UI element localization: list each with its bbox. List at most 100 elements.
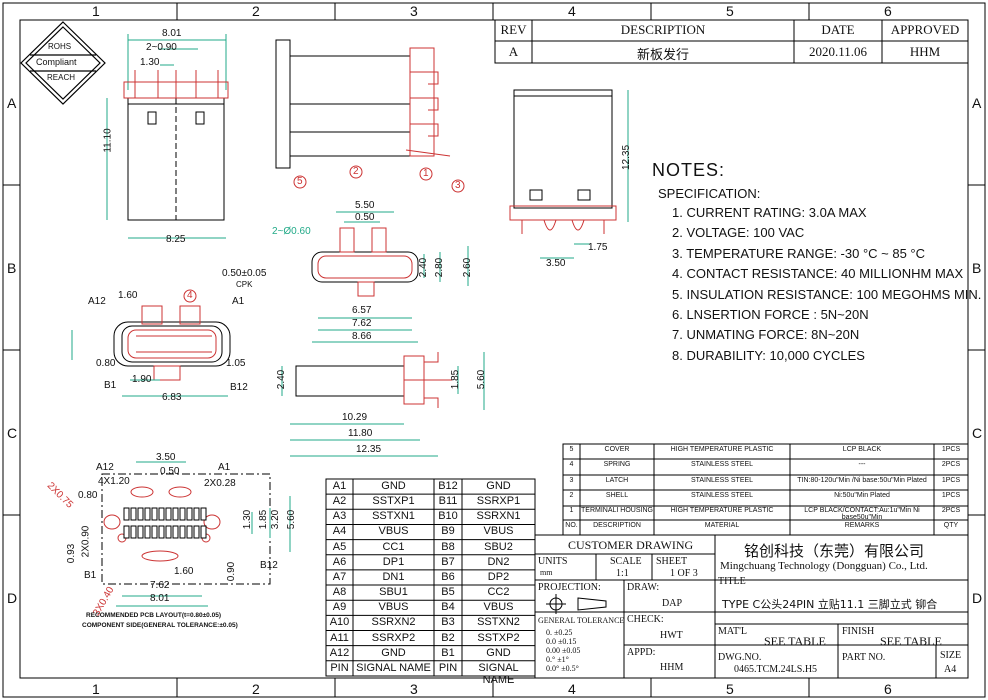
bom-table (562, 443, 969, 536)
spec-title: SPECIFICATION: (658, 186, 761, 201)
pin-cell: B10 (438, 510, 458, 523)
col-label-1-bottom: 1 (92, 681, 100, 697)
col-label-3-bottom: 3 (410, 681, 418, 697)
row-label-c-right: C (972, 425, 983, 441)
pcb-layout-drawing (101, 461, 291, 607)
appd-value: HHM (660, 662, 684, 673)
dim-label: 2X0.90 (80, 525, 92, 558)
title-label: TITLE (718, 576, 746, 587)
pin-header-cell: SIGNAL NAME (356, 661, 431, 674)
customer-drawing: CUSTOMER DRAWING (568, 538, 694, 552)
dim-label: 4X1.20 (98, 476, 130, 487)
pin-cell: SBU1 (379, 586, 408, 599)
dim-label: 2.80 (434, 257, 446, 278)
dim-label: 11.80 (348, 428, 373, 439)
material-label: MAT'L (718, 626, 748, 637)
dim-label: 6.57 (352, 305, 372, 316)
side-view-top (275, 39, 451, 169)
bom-header-cell: QTY (943, 522, 959, 529)
dim-label: 0.93 (66, 543, 78, 564)
col-label-4: 4 (568, 3, 576, 19)
bom-cell: SHELL (605, 492, 629, 499)
pin-cell: DP1 (382, 555, 405, 568)
title-block (534, 534, 969, 679)
draw-label: DRAW: (627, 582, 660, 593)
col-label-1: 1 (92, 3, 100, 19)
pin-cell: B5 (441, 586, 455, 599)
note-item: 2. VOLTAGE: 100 VAC (672, 225, 805, 241)
callout-1: 1 (423, 168, 429, 179)
pin-cell: VBUS (483, 525, 514, 538)
col-label-5: 5 (726, 3, 734, 19)
rev-value: A (508, 44, 519, 59)
dim-label: 7.62 (352, 318, 372, 329)
dim-label: 1.90 (132, 374, 152, 385)
pin-cell: A9 (332, 601, 347, 614)
pin-cell: A8 (332, 586, 347, 599)
pin-cell: B6 (441, 570, 455, 583)
pin-cell: SSTXP1 (372, 495, 415, 508)
check-value: HWT (660, 630, 683, 641)
dim-label: B12 (260, 560, 278, 571)
rohs-badge (20, 21, 106, 105)
note-item: 8. DURABILITY: 10,000 CYCLES (672, 347, 865, 363)
right-view-drawing (509, 89, 629, 259)
dim-label: 12.35 (621, 144, 633, 171)
pin-cell: SSTXN2 (477, 616, 520, 629)
bom-cell: HIGH TEMPERATURE PLASTIC (670, 446, 774, 453)
pin-cell: A12 (329, 646, 350, 659)
col-label-6-bottom: 6 (884, 681, 892, 697)
bom-header-cell: MATERIAL (704, 522, 740, 529)
material-value: SEE TABLE (764, 634, 826, 648)
dim-label: 1.75 (588, 242, 608, 253)
tolerance-item: 0.0° ±0.5° (546, 664, 579, 673)
tolerance-list: 0. ±0.25 0.0 ±0.15 0.00 ±0.05 0.° ±1° 0.… (546, 628, 580, 673)
pin-cell: B4 (441, 601, 455, 614)
pin-cell: B7 (441, 555, 455, 568)
title-value: TYPE C公头24PIN 立贴11.1 三脚立式 铆合 (722, 598, 938, 611)
bom-cell: Ni:50u"Min Plated (834, 492, 890, 499)
pin-cell: B1 (441, 646, 455, 659)
pin-cell: B12 (438, 480, 458, 492)
note-item: 5. INSULATION RESISTANCE: 100 MEGOHMS MI… (672, 286, 982, 302)
tolerance-label: GENERAL TOLERANCE (538, 616, 625, 625)
dim-label: 0.90 (226, 561, 238, 582)
finish-label: FINISH (842, 626, 875, 637)
pin-cell: VBUS (378, 525, 409, 538)
callout-4: 4 (187, 290, 193, 301)
pin-header-cell: PIN (438, 661, 458, 674)
bom-cell: TERMINALI HOUSING (581, 507, 653, 514)
side-view-bottom (281, 352, 485, 457)
draw-value: DAP (662, 598, 683, 609)
dim-label: 2.40 (418, 257, 430, 278)
pin-cell: SBU2 (484, 540, 513, 553)
rohs-line2: Compliant (36, 57, 77, 67)
dim-label: 1.30 (140, 57, 160, 68)
dim-label: 8.25 (166, 234, 186, 245)
tolerance-item: 0. ±0.25 (546, 628, 573, 637)
bom-header-cell: DESCRIPTION (593, 522, 641, 529)
tolerance-item: 0.° ±1° (546, 655, 569, 664)
bom-cell: 5 (569, 446, 574, 453)
bom-cell: 2 (569, 492, 574, 499)
row-label-c: C (7, 425, 18, 441)
dim-label: 2X0.28 (204, 478, 236, 489)
pin-cell: DP2 (487, 570, 510, 583)
dim-label: 3.20 (270, 509, 282, 530)
description-header: DESCRIPTION (620, 22, 706, 37)
pin-cell: A3 (332, 510, 347, 523)
pin-cell: A7 (332, 570, 347, 583)
units-value: mm (540, 568, 553, 577)
date-value: 2020.11.06 (808, 44, 868, 59)
pin-cell: B9 (441, 525, 455, 538)
notes-list: 1. CURRENT RATING: 3.0A MAX 2. VOLTAGE: … (672, 203, 981, 366)
dim-label: 2~Ø0.60 (272, 226, 311, 237)
dim-label: 8.01 (162, 28, 182, 39)
dim-label: B1 (104, 380, 117, 391)
tolerance-item: 0.00 ±0.05 (546, 646, 581, 655)
pin-cell: DN1 (382, 570, 405, 583)
finish-value: SEE TABLE (880, 634, 942, 648)
pin-cell: GND (486, 646, 511, 659)
bom-cell: 4 (569, 461, 574, 468)
